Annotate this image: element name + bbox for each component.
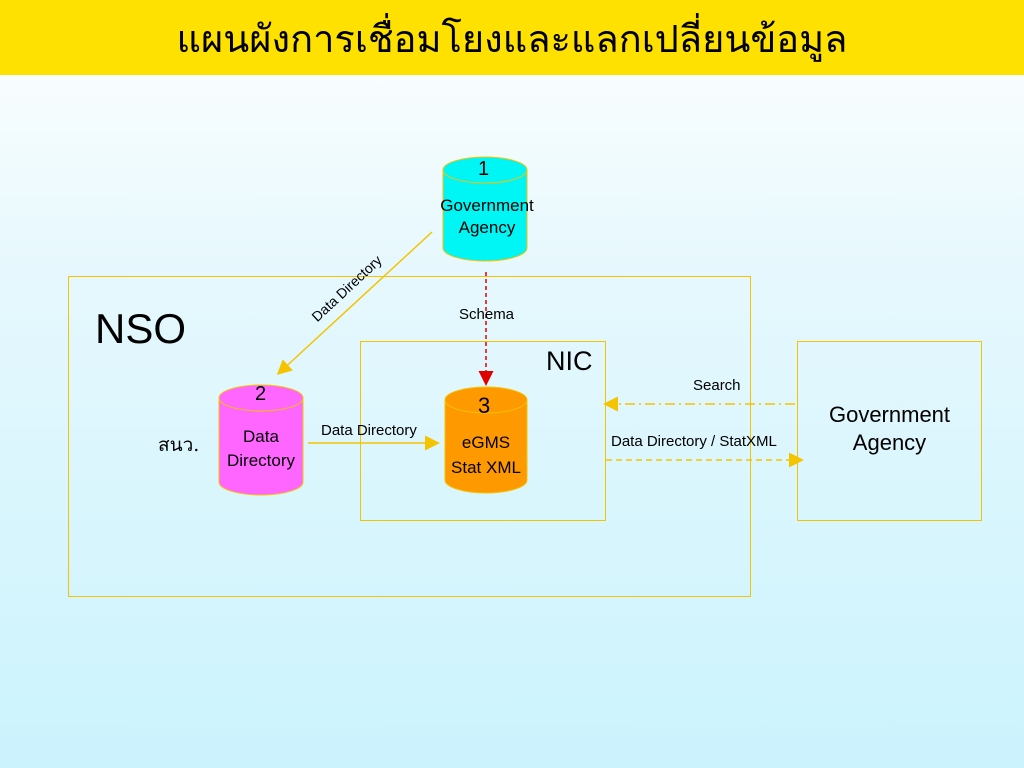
snw-label: สนว.: [158, 434, 200, 456]
edge-label-egms-to-agency: Data Directory / StatXML: [611, 433, 777, 450]
edge-label-top-to-data-directory: Data Directory: [308, 252, 384, 325]
nic-label: NIC: [546, 346, 593, 376]
page-title: แผนผังการเชื่อมโยงและแลกเปลี่ยนข้อมูล: [176, 17, 848, 61]
gov-agency-right-label: Government Agency: [797, 401, 982, 457]
node-2-line2: Directory: [226, 451, 295, 470]
node-1-line1: Government: [440, 196, 534, 215]
gov-agency-right-line1: Government: [828, 402, 951, 427]
edge-label-schema: Schema: [459, 306, 515, 323]
gov-agency-right-box: [797, 341, 982, 521]
node-1-label: Government Agency: [425, 195, 549, 239]
node-2-line1: Data: [243, 427, 279, 446]
cylinder-egms: [444, 386, 528, 494]
cylinder-data-directory: [218, 384, 304, 496]
node-2-label: Data Directory: [211, 425, 311, 473]
node-3-label: eGMS Stat XML: [436, 430, 536, 480]
gov-agency-right-line2: Agency: [852, 430, 927, 455]
title-bar: แผนผังการเชื่อมโยงและแลกเปลี่ยนข้อมูล: [0, 0, 1024, 75]
node-3-number: 3: [478, 393, 491, 418]
cylinder-gov-agency-top: [442, 156, 528, 262]
nic-container: [360, 341, 606, 521]
node-3-line2: Stat XML: [451, 458, 521, 477]
node-1-number: 1: [478, 158, 490, 180]
edge-label-search: Search: [693, 377, 741, 394]
node-2-number: 2: [255, 383, 267, 405]
nso-label: NSO: [95, 305, 187, 352]
node-3-line1: eGMS: [461, 433, 511, 452]
edge-top-to-data-directory: [276, 231, 433, 376]
edge-label-data-directory-to-egms: Data Directory: [321, 422, 417, 439]
nso-container: [68, 276, 751, 597]
node-1-line2: Agency: [458, 218, 516, 237]
